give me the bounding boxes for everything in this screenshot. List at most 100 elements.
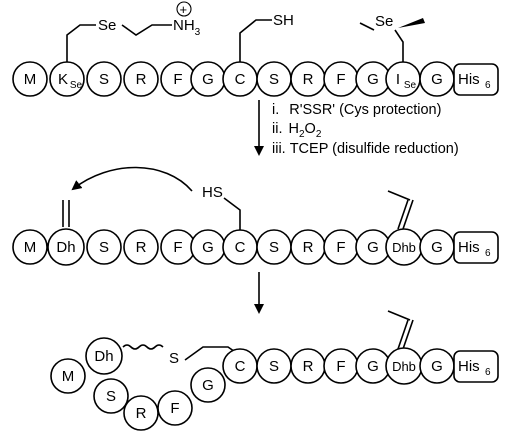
dhb-alkene bbox=[402, 319, 414, 350]
svg-text:M: M bbox=[24, 239, 37, 256]
dhb-alkene bbox=[402, 199, 414, 230]
residue-g: G bbox=[190, 229, 226, 265]
residue-r: R bbox=[290, 61, 326, 97]
svg-text:S: S bbox=[269, 358, 279, 375]
svg-text:R: R bbox=[303, 358, 314, 375]
c-side-chain-2 bbox=[223, 197, 241, 231]
wavy-bond bbox=[122, 344, 164, 350]
residue-his6: His 6 bbox=[453, 63, 499, 96]
svg-text:G: G bbox=[431, 239, 443, 256]
svg-text:F: F bbox=[336, 239, 345, 256]
residue-g: G bbox=[419, 348, 455, 384]
residue-r: R bbox=[290, 348, 326, 384]
svg-text:G: G bbox=[202, 239, 214, 256]
k-nh3-atom: NH3 bbox=[173, 17, 201, 38]
plus-charge-circle bbox=[176, 1, 192, 17]
svg-text:6: 6 bbox=[485, 367, 491, 378]
residue-m: M bbox=[12, 229, 48, 265]
svg-text:G: G bbox=[202, 377, 214, 394]
residue-f: F bbox=[323, 61, 359, 97]
svg-text:K: K bbox=[58, 71, 68, 88]
svg-text:G: G bbox=[431, 71, 443, 88]
k-side-chain: Se NH3 + bbox=[66, 1, 201, 63]
bridge-s-atom: S bbox=[169, 350, 179, 367]
svg-text:R: R bbox=[303, 71, 314, 88]
svg-text:S: S bbox=[106, 388, 116, 405]
svg-text:Se: Se bbox=[70, 80, 83, 91]
residue-f: F bbox=[323, 229, 359, 265]
svg-text:Dh: Dh bbox=[56, 239, 75, 256]
svg-text:S: S bbox=[269, 71, 279, 88]
reaction-steps: i.R'SSR' (Cys protection) ii.H2O2 iii.TC… bbox=[272, 102, 459, 157]
residue-dh: Dh bbox=[47, 228, 85, 266]
k-se-atom: Se bbox=[98, 17, 116, 34]
residue-c: C bbox=[222, 61, 258, 97]
plus-charge: + bbox=[180, 2, 188, 17]
residue-g: G bbox=[419, 61, 455, 97]
residue-dhb: Dhb bbox=[385, 347, 423, 385]
i-se-atom: Se bbox=[375, 13, 393, 30]
svg-text:Se: Se bbox=[404, 80, 417, 91]
svg-text:R: R bbox=[136, 239, 147, 256]
residue-s: S bbox=[256, 229, 292, 265]
residue-g: G bbox=[419, 229, 455, 265]
conjugate-addition-arrow bbox=[71, 166, 193, 192]
svg-text:C: C bbox=[235, 358, 246, 375]
residue-c: C bbox=[222, 348, 258, 384]
svg-text:G: G bbox=[367, 71, 379, 88]
step-1: i.R'SSR' (Cys protection) bbox=[272, 102, 441, 118]
step-3: iii.TCEP (disulfide reduction) bbox=[272, 141, 459, 157]
svg-text:F: F bbox=[336, 358, 345, 375]
svg-text:S: S bbox=[269, 239, 279, 256]
residue-r: R bbox=[290, 229, 326, 265]
svg-text:C: C bbox=[235, 239, 246, 256]
residue-r: R bbox=[123, 395, 159, 431]
svg-text:I: I bbox=[396, 71, 400, 88]
residue-s: S bbox=[86, 229, 122, 265]
residue-f: F bbox=[160, 229, 196, 265]
svg-text:6: 6 bbox=[485, 80, 491, 91]
residue-g: G bbox=[355, 61, 391, 97]
residue-ise: I Se bbox=[385, 61, 421, 97]
svg-text:Dhb: Dhb bbox=[392, 359, 416, 374]
residue-g: G bbox=[355, 348, 391, 384]
i-side-chain: Se bbox=[359, 13, 425, 62]
svg-text:C: C bbox=[235, 71, 246, 88]
c-hs-atom: HS bbox=[202, 184, 223, 201]
svg-text:M: M bbox=[24, 71, 37, 88]
residue-f: F bbox=[160, 61, 196, 97]
svg-text:R: R bbox=[136, 71, 147, 88]
residue-s: S bbox=[256, 348, 292, 384]
residue-m: M bbox=[50, 358, 86, 394]
c-sh-atom: SH bbox=[273, 12, 294, 29]
residue-g: G bbox=[190, 61, 226, 97]
svg-text:Dhb: Dhb bbox=[392, 240, 416, 255]
svg-text:G: G bbox=[202, 71, 214, 88]
residue-his6: His 6 bbox=[453, 231, 499, 264]
c-side-chain: SH bbox=[239, 12, 294, 62]
svg-text:His: His bbox=[458, 239, 480, 256]
residue-m: M bbox=[12, 61, 48, 97]
svg-text:G: G bbox=[367, 358, 379, 375]
residue-s: S bbox=[86, 61, 122, 97]
svg-text:G: G bbox=[431, 358, 443, 375]
svg-text:M: M bbox=[62, 368, 75, 385]
svg-text:R: R bbox=[303, 239, 314, 256]
residue-dhb: Dhb bbox=[385, 228, 423, 266]
svg-text:R: R bbox=[136, 405, 147, 422]
svg-text:F: F bbox=[170, 400, 179, 417]
svg-text:F: F bbox=[173, 71, 182, 88]
svg-text:G: G bbox=[367, 239, 379, 256]
svg-text:His: His bbox=[458, 71, 480, 88]
svg-text:S: S bbox=[99, 239, 109, 256]
residue-dh: Dh bbox=[85, 337, 123, 375]
residue-g: G bbox=[190, 367, 226, 403]
svg-text:6: 6 bbox=[485, 248, 491, 259]
svg-text:F: F bbox=[336, 71, 345, 88]
residue-r: R bbox=[123, 229, 159, 265]
